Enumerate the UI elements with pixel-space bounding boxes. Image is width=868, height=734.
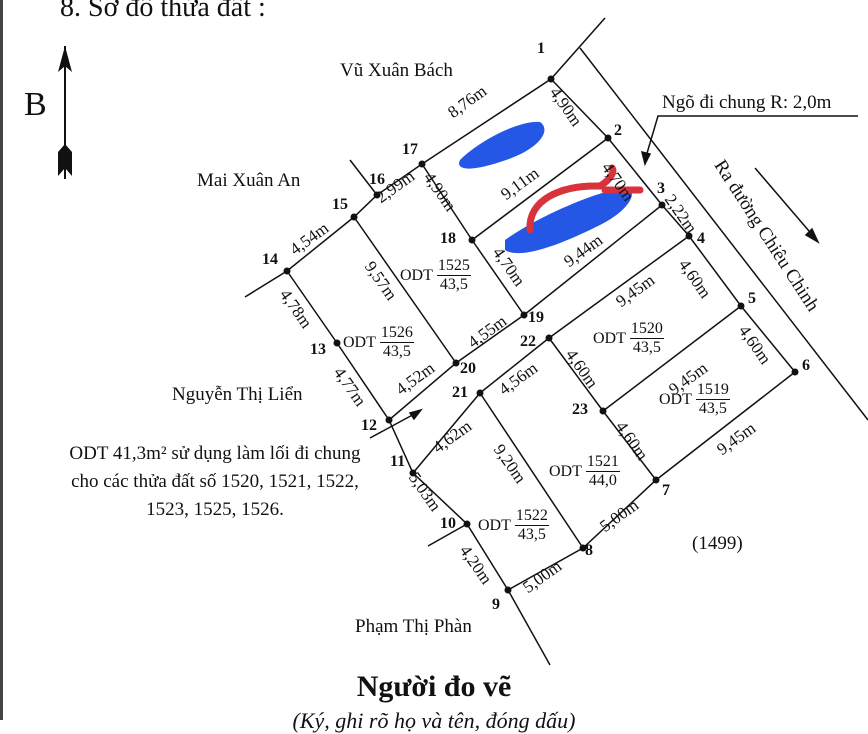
shared-path-note: ODT 41,3m² sử dụng làm lối đi chung cho … [69,443,361,520]
parcel-area: 44,0 [588,472,617,489]
parcel-number: 1521 [585,453,620,472]
parcel-use: ODT [400,266,433,284]
point-1: 1 [537,40,545,57]
point-16: 16 [369,171,385,188]
parcel-area: 43,5 [439,276,468,293]
point-11: 11 [390,453,406,470]
point-2: 2 [614,122,622,139]
parcel-use: ODT [343,333,376,351]
neighbor-top-label: Vũ Xuân Bách [340,60,453,81]
section-title: 8. Sơ đồ thửa đất : [60,0,266,23]
point-6: 6 [802,357,810,374]
parcel-use: ODT [593,329,626,347]
parcel-number: 1525 [436,257,471,276]
point-7: 7 [662,482,670,499]
redaction-marks [459,121,644,254]
neighbor-left-top-label: Mai Xuân An [197,170,301,191]
point-12: 12 [361,417,377,434]
point-13: 13 [310,341,326,358]
parcel-use: ODT [478,516,511,534]
point-5: 5 [748,290,756,307]
parcel-number: 1519 [695,381,730,400]
point-8: 8 [585,542,593,559]
point-20: 20 [460,360,476,377]
point-21: 21 [452,384,468,401]
parcel-use: ODT [659,390,692,408]
point-23: 23 [572,401,588,418]
point-18: 18 [440,230,456,247]
parcel-area: 43,5 [698,400,727,417]
point-3: 3 [657,180,665,197]
signer-title: Người đo vẽ [356,670,512,703]
parcel-area: 43,5 [632,339,661,356]
neighbor-right-parcel-label: (1499) [692,533,743,554]
neighbor-bottom-label: Phạm Thị Phàn [355,616,472,637]
signer-subtitle: (Ký, ghi rõ họ và tên, đóng dấu) [292,708,576,733]
point-14: 14 [262,251,278,268]
point-4: 4 [697,230,705,247]
parcel-area: 43,5 [382,343,411,360]
page-left-border [0,0,3,720]
point-10: 10 [440,515,456,532]
parcel-area: 43,5 [517,526,546,543]
lane-label: Ngõ đi chung R: 2,0m [662,92,832,113]
point-19: 19 [528,309,544,326]
parcel-use: ODT [549,462,582,480]
parcel-number: 1522 [514,507,549,526]
neighbor-left-mid-label: Nguyễn Thị Liển [172,384,303,405]
point-9: 9 [492,596,500,613]
point-17: 17 [402,141,418,158]
north-letter: B [24,86,47,123]
north-arrow-icon [58,46,72,179]
point-15: 15 [332,196,348,213]
parcel-number: 1526 [379,324,414,343]
parcel-number: 1520 [629,320,664,339]
point-22: 22 [520,333,536,350]
